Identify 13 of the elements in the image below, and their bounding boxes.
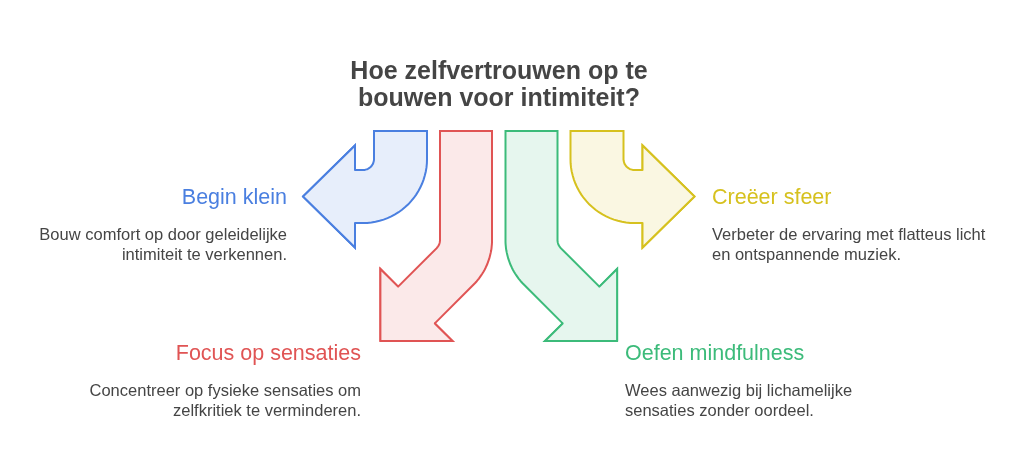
option-description: Concentreer op fysieke sensaties om zelfkritiek te verminderen. [88, 380, 361, 420]
option-description: Wees aanwezig bij lichamelijke sensaties zonder oordeel. [625, 380, 854, 420]
curved-arrow [504, 130, 619, 343]
diagram-title: Hoe zelfvertrouwen op te bouwen voor intimiteit? [349, 57, 649, 111]
curved-arrow [302, 130, 428, 250]
curved-arrow [379, 130, 493, 343]
option-heading: Creëer sfeer [712, 185, 832, 209]
option-description: Verbeter de ervaring met flatteus licht en ontspannende muziek. [712, 224, 987, 264]
option-heading: Focus op sensaties [175, 341, 361, 365]
option-heading: Begin klein [181, 185, 287, 209]
option-heading: Oefen mindfulness [625, 341, 805, 365]
option-description: Bouw comfort op door geleidelijke intimiteit te verkennen. [38, 224, 287, 264]
curved-arrow [569, 130, 696, 250]
